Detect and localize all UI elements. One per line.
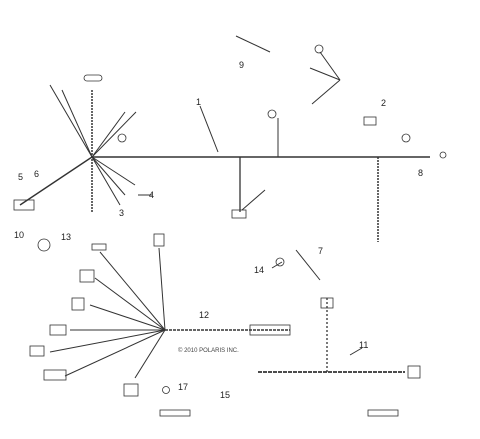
- connector-item-8: [231, 209, 247, 219]
- wire-upper-left-2: [61, 89, 93, 158]
- connector-cluster-7: [123, 383, 139, 397]
- connector-part-left: [117, 133, 127, 143]
- connector-cluster-5: [29, 345, 45, 357]
- callout-2: 2: [381, 98, 386, 108]
- leader-hub-1: [158, 247, 166, 331]
- leader-11: [349, 347, 363, 356]
- callout-7: 7: [318, 246, 323, 256]
- connector-item-14: [275, 257, 285, 267]
- connector-bottom-right: [367, 409, 399, 417]
- leader-hub-2: [99, 251, 166, 331]
- leader-hub-7: [64, 329, 166, 377]
- wire-fan-d: [91, 156, 121, 206]
- connector-item-12-end: [249, 324, 291, 336]
- end-connector-right: [439, 151, 447, 159]
- wire-up-right-2: [91, 111, 137, 158]
- connector-item-11-end: [407, 365, 421, 379]
- leader-8: [241, 189, 266, 211]
- wire-top-right-3: [319, 51, 341, 81]
- connector-cluster-2: [79, 269, 95, 283]
- leader-hub-8: [134, 329, 166, 379]
- callout-8: 8: [418, 168, 423, 178]
- wire-top-left-part: [235, 35, 271, 53]
- connector-item-10: [37, 238, 51, 252]
- callout-10: 10: [14, 230, 24, 240]
- callout-14: 14: [254, 265, 264, 275]
- copyright-notice: © 2010 POLARIS INC.: [178, 347, 239, 354]
- callout-5: 5: [18, 172, 23, 182]
- leader-1: [199, 105, 219, 153]
- wire-top-right-2: [311, 79, 341, 105]
- callout-15: 15: [220, 390, 230, 400]
- connector-item-11-top: [320, 297, 334, 309]
- ground-strap-part: [83, 74, 103, 82]
- callout-6: 6: [34, 169, 39, 179]
- terminal-block-6: [13, 199, 35, 211]
- wire-to-item-6: [19, 156, 93, 206]
- callout-1: 1: [196, 97, 201, 107]
- callout-12: 12: [199, 310, 209, 320]
- wire-up-right: [91, 111, 126, 158]
- callout-9: 9: [239, 60, 244, 70]
- wire-upper-left-1: [49, 84, 93, 158]
- callout-4: 4: [149, 190, 154, 200]
- connector-item-15: [159, 409, 191, 417]
- leader-hub-3: [94, 277, 166, 331]
- wire-fan-c: [91, 156, 136, 186]
- connector-item-13: [91, 243, 107, 251]
- connector-cluster-1: [153, 233, 165, 247]
- connector-cluster-4: [49, 324, 67, 336]
- wire-fan-b: [91, 156, 126, 196]
- callout-13: 13: [61, 232, 71, 242]
- callout-17: 17: [178, 382, 188, 392]
- leader-hub-4: [89, 304, 166, 331]
- connector-cluster-3: [71, 297, 85, 311]
- connector-item-17: [162, 386, 170, 394]
- wire-top-right-1: [309, 67, 341, 81]
- connector-part-top: [314, 44, 324, 54]
- leader-hub-6: [49, 329, 166, 353]
- connector-cluster-6: [43, 369, 67, 381]
- leader-7: [295, 249, 321, 281]
- connector-part-right: [401, 133, 411, 143]
- connector-item-2: [363, 116, 377, 126]
- callout-3: 3: [119, 208, 124, 218]
- callout-11: 11: [359, 340, 368, 350]
- connector-part-mid: [267, 109, 277, 119]
